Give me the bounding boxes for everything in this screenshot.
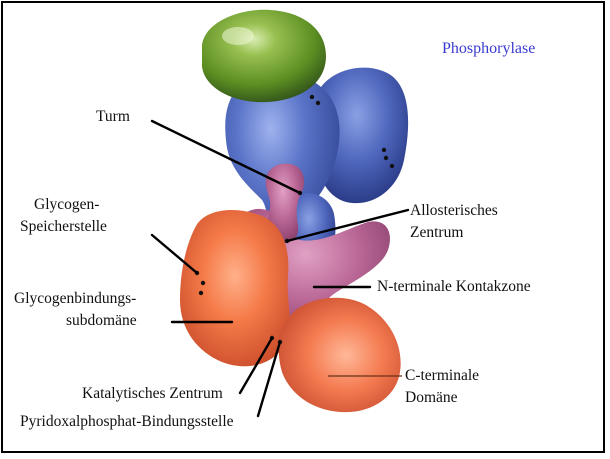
green-domain: [202, 10, 326, 102]
label-glycogen-speicher-line1: Glycogen-: [34, 196, 99, 213]
label-pyridoxal: Pyridoxalphosphat-Bindungsstelle: [20, 413, 234, 430]
label-glycogenbindung-line1: Glycogenbindungs-: [14, 290, 136, 307]
orange-c-terminal-domain: [279, 298, 401, 412]
label-glycogenbindung-line2: subdomäne: [66, 312, 137, 329]
label-katalytisch: Katalytisches Zentrum: [82, 385, 223, 402]
label-n-terminal: N-terminale Kontakzone: [377, 278, 531, 295]
label-glycogen-speicher-line2: Speicherstelle: [20, 218, 107, 235]
figure-title: Phosphorylase: [442, 40, 535, 57]
label-c-terminal-line2: Domäne: [405, 389, 458, 406]
label-turm: Turm: [96, 108, 130, 125]
orange-left-domain: [180, 210, 290, 366]
label-allosterisch-line2: Zentrum: [410, 224, 463, 241]
label-c-terminal-line1: C-terminale: [405, 367, 479, 384]
label-allosterisch-line1: Allosterisches: [410, 202, 498, 219]
